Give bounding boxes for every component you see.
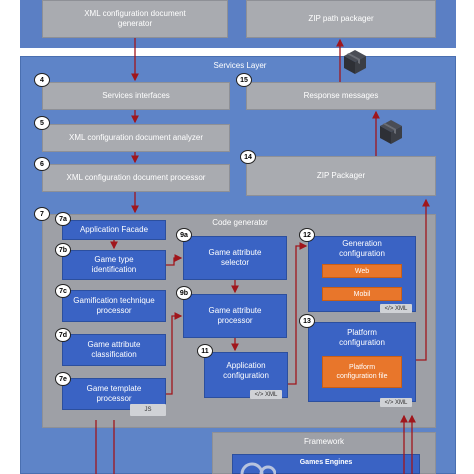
step-number-7a: 7a <box>55 212 71 226</box>
app-config-label: Application configuration <box>223 361 269 380</box>
services-interfaces-label: Services interfaces <box>102 91 170 100</box>
game-type-label: Game type identification <box>91 255 137 274</box>
gen-config-label: Generation configuration <box>339 239 385 258</box>
xml-generator-box: XML configuration document generator <box>42 0 228 38</box>
xml-code-icon: </> XML <box>380 304 412 313</box>
code-generator-title: Code generator <box>212 218 268 227</box>
gamification-box: Gamification technique processor <box>62 290 166 322</box>
step-number-7c: 7c <box>55 284 71 298</box>
step-number-7b: 7b <box>55 243 71 257</box>
js-tag: JS <box>130 404 166 416</box>
xml-code-icon: </> XML <box>380 398 412 407</box>
xml-analyzer-label: XML configuration document analyzer <box>69 133 203 142</box>
xml-processor-label: XML configuration document processor <box>66 173 206 182</box>
games-engines-label: Games Engines <box>299 459 353 466</box>
platform-config-label: Platform configuration <box>339 328 385 347</box>
attribute-processor-box: Game attribute processor <box>183 294 287 338</box>
step-number-7e: 7e <box>55 372 71 386</box>
application-facade-box: Application Facade <box>62 220 166 240</box>
game-type-box: Game type identification <box>62 250 166 280</box>
gamification-label: Gamification technique processor <box>73 296 155 315</box>
step-number-9a: 9a <box>176 228 192 242</box>
response-messages-label: Response messages <box>303 91 379 100</box>
zip-path-packager-label: ZIP path packager <box>308 14 374 23</box>
xml-processor-box: XML configuration document processor <box>42 164 230 192</box>
step-number-9b: 9b <box>176 286 192 300</box>
game-attribute-classification-label: Game attribute classification <box>87 340 141 359</box>
step-number-7d: 7d <box>55 328 71 342</box>
step-number-6: 6 <box>34 157 50 171</box>
game-attribute-classification-box: Game attribute classification <box>62 334 166 366</box>
platform-config-file: Platform configuration file <box>322 356 402 388</box>
response-messages-box: Response messages <box>246 82 436 110</box>
attribute-processor-label: Game attribute processor <box>208 306 262 325</box>
step-number-12: 12 <box>299 228 315 242</box>
step-number-4: 4 <box>34 73 50 87</box>
zip-path-packager-box: ZIP path packager <box>246 0 436 38</box>
step-number-14: 14 <box>240 150 256 164</box>
zip-packager-box: ZIP Packager <box>246 156 436 196</box>
game-template-box: Game template processor <box>62 378 166 410</box>
package-icon <box>344 50 366 74</box>
attribute-selector-box: Game attribute selector <box>183 236 287 280</box>
package-icon <box>380 120 402 144</box>
web-option: Web <box>322 264 402 278</box>
framework-title: Framework <box>303 437 344 446</box>
services-layer-title: Services Layer <box>213 61 267 70</box>
step-number-7: 7 <box>34 207 50 221</box>
services-interfaces-box: Services interfaces <box>42 82 230 110</box>
step-number-13: 13 <box>299 314 315 328</box>
mobile-option: Mobil <box>322 287 402 301</box>
application-facade-label: Application Facade <box>79 225 149 234</box>
xml-analyzer-box: XML configuration document analyzer <box>42 124 230 152</box>
game-template-label: Game template processor <box>86 384 142 403</box>
step-number-5: 5 <box>34 116 50 130</box>
step-number-11: 11 <box>197 344 213 358</box>
xml-code-icon: </> XML <box>250 390 282 399</box>
xml-generator-label: XML configuration document generator <box>84 9 186 28</box>
attribute-selector-label: Game attribute selector <box>208 248 262 267</box>
step-number-15: 15 <box>236 73 252 87</box>
zip-packager-label: ZIP Packager <box>316 171 366 180</box>
gear-icon <box>240 462 276 474</box>
